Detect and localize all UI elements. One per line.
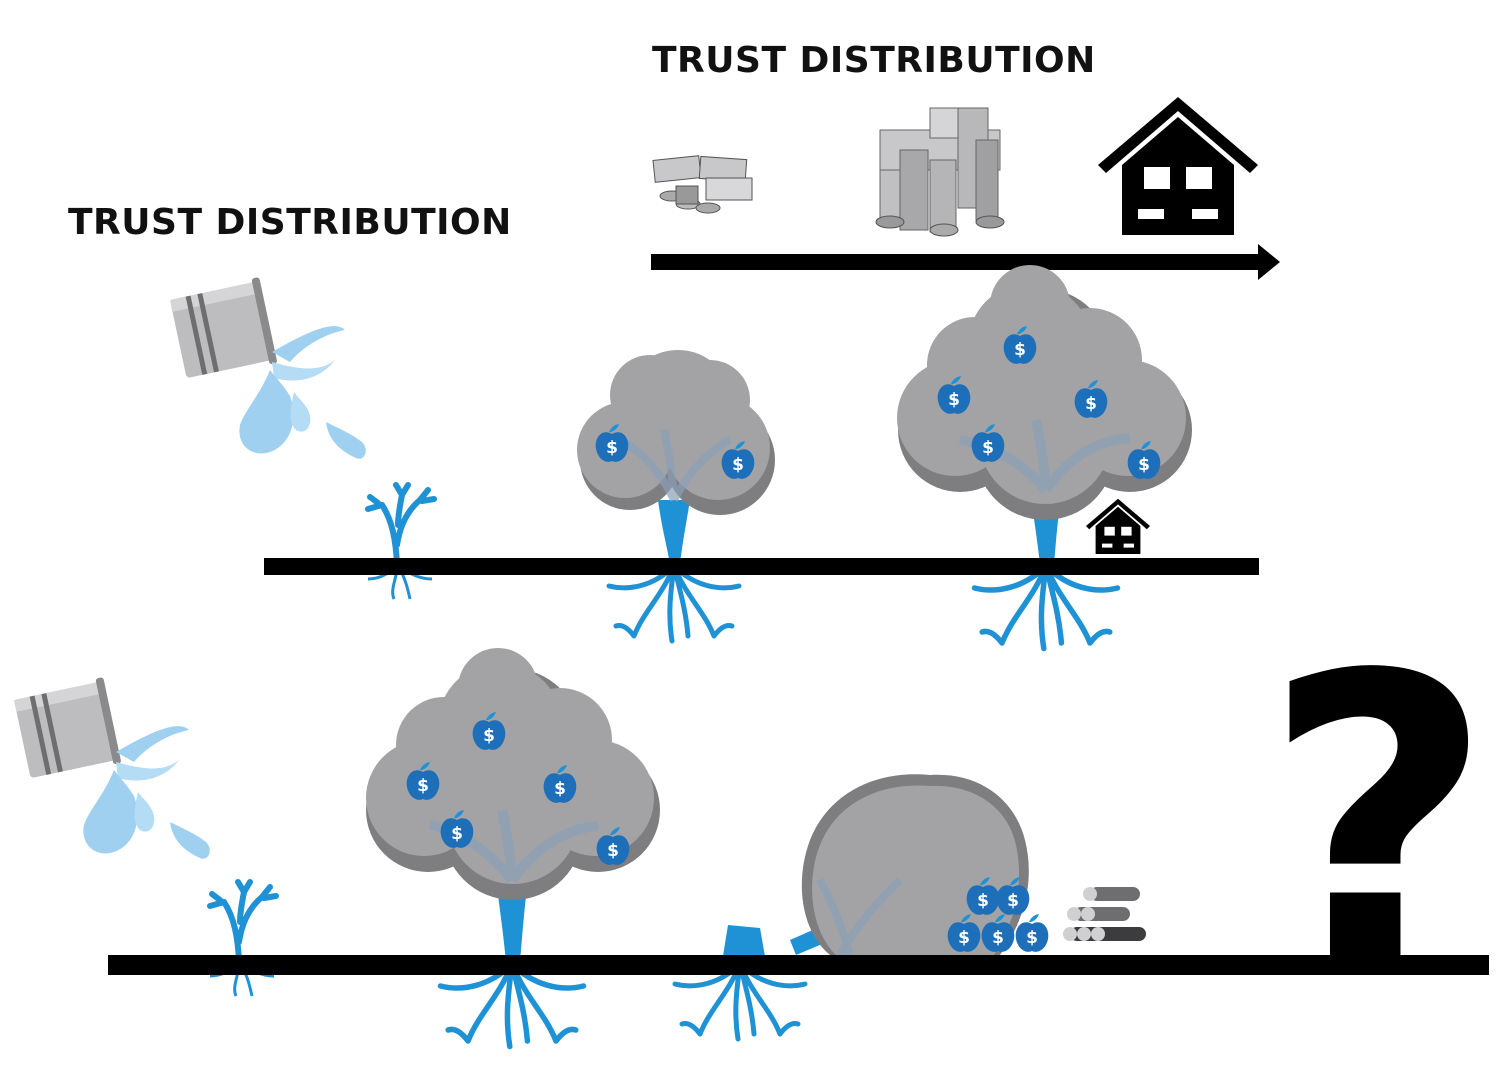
- log-pile-icon: [1063, 887, 1146, 941]
- ground-line-row-1: [264, 558, 1259, 575]
- title-left: TRUST DISTRIBUTION: [68, 202, 512, 243]
- money-tree-icon: [366, 648, 660, 1047]
- water-bucket-icon: [13, 676, 210, 859]
- money-tree-icon: [897, 265, 1192, 649]
- seedling-icon: [368, 485, 434, 599]
- question-mark: ?: [1262, 592, 1495, 1057]
- water-bucket-icon: [169, 276, 366, 459]
- timeline-arrow-shaft: [651, 254, 1261, 270]
- timeline-arrow-head: [1258, 244, 1280, 280]
- cash-stack-icon: [652, 155, 753, 214]
- house-icon: [1086, 498, 1150, 554]
- cash-pile-icon: [875, 107, 1005, 237]
- row-2-scene: [13, 648, 1489, 1047]
- fallen-tree-icon: [801, 774, 1049, 957]
- ground-line-row-2: [108, 955, 1489, 975]
- seedling-icon: [210, 882, 276, 996]
- row-1-scene: [169, 265, 1259, 649]
- title-top: TRUST DISTRIBUTION: [652, 40, 1096, 81]
- money-timeline: [651, 97, 1280, 280]
- money-tree-icon: [577, 350, 775, 641]
- house-icon: [1098, 97, 1258, 235]
